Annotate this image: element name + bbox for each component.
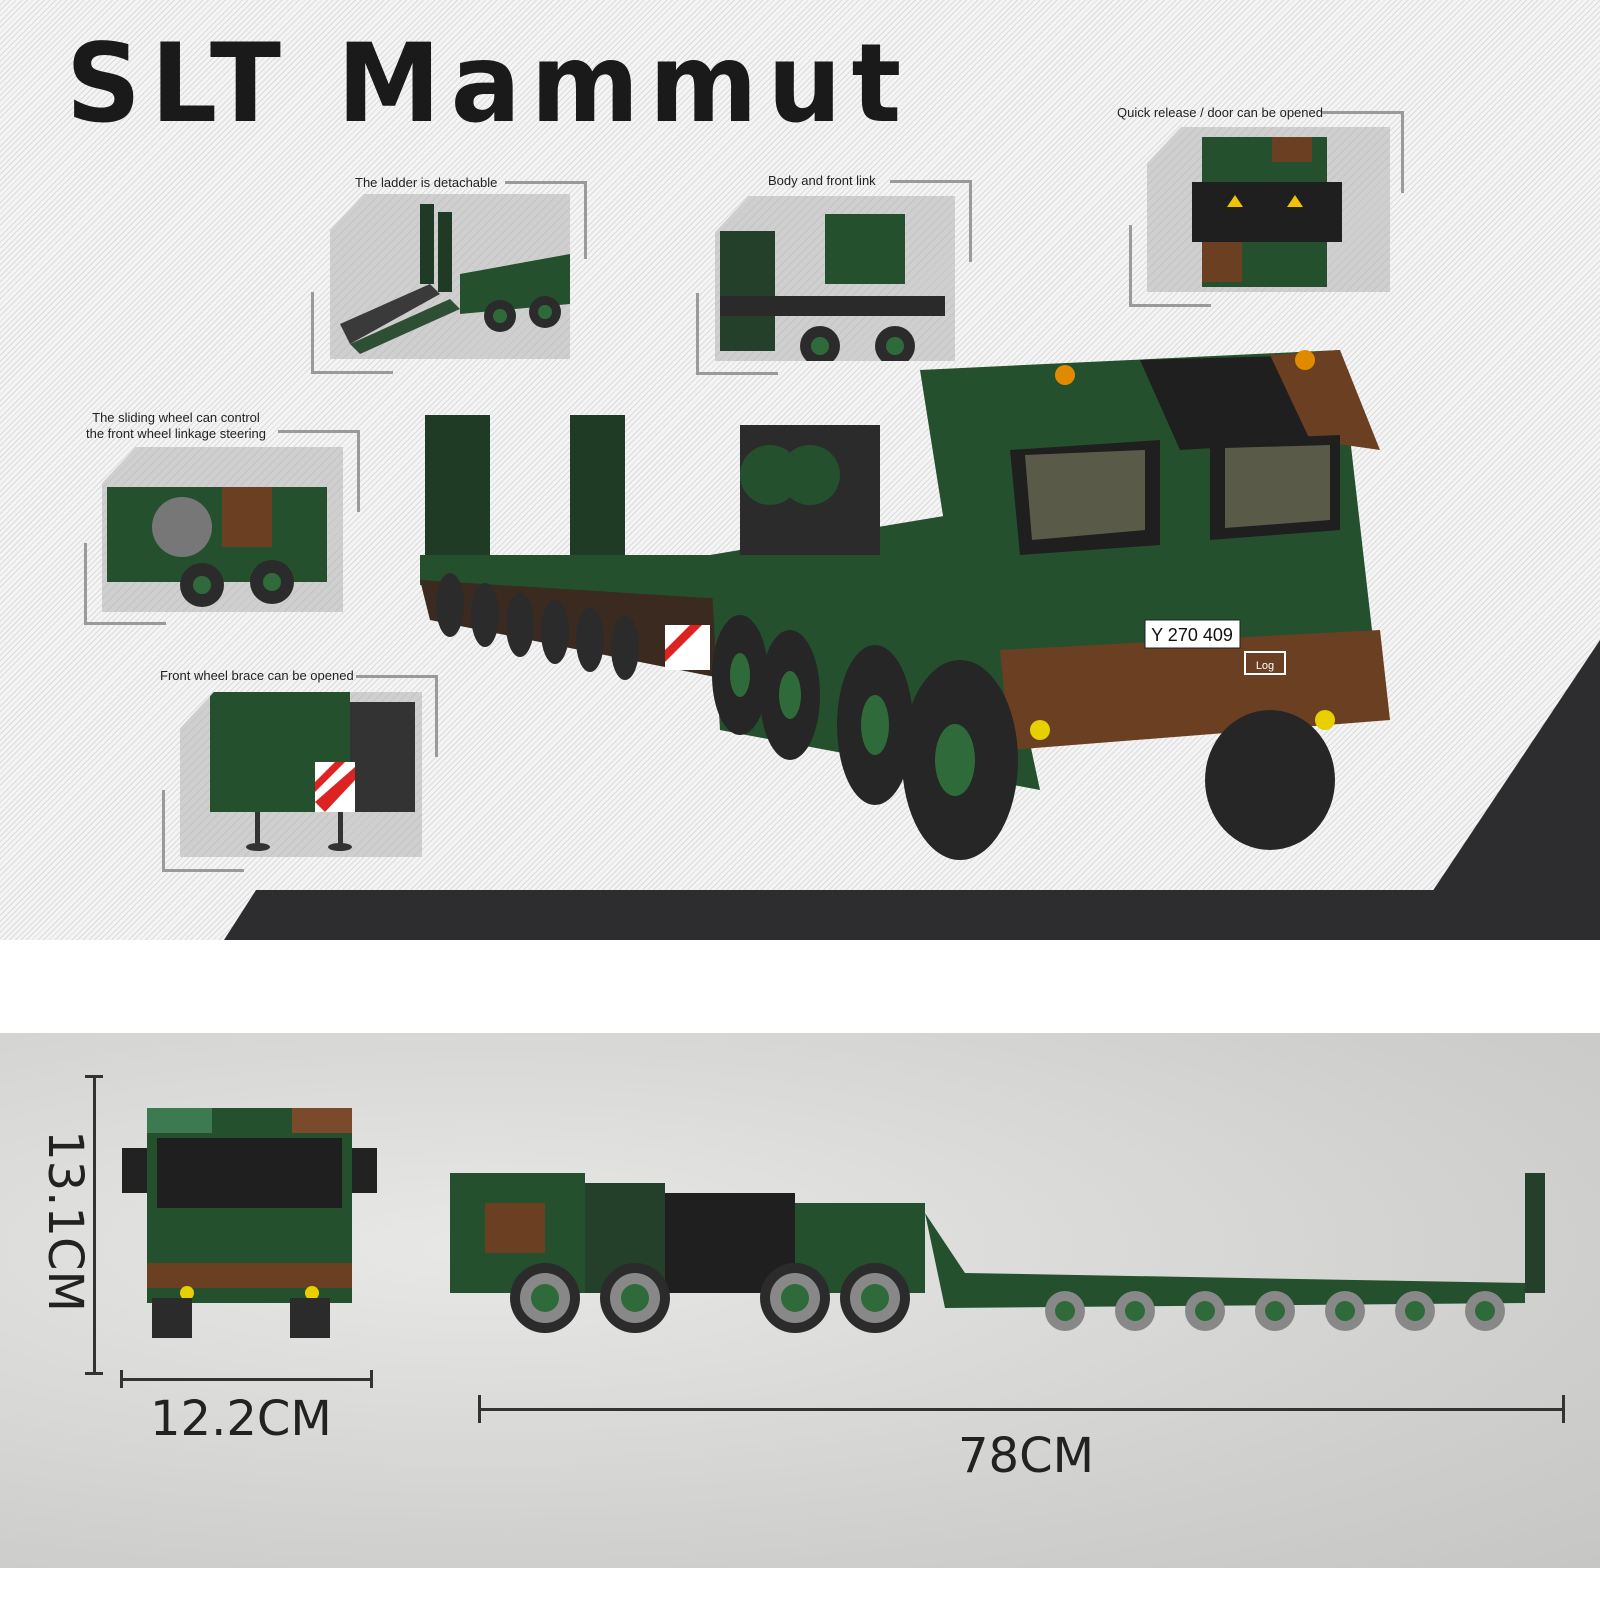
bracket [505,181,587,259]
side-view-image [450,1173,1545,1333]
callout-ladder: The ladder is detachable [355,175,498,190]
dimensions-section: 13.1CM 12.2CM 78CM [0,1033,1600,1568]
dim-tick [1562,1395,1565,1423]
ladder-detail-image [330,194,570,359]
length-label: 78CM [958,1428,1095,1484]
height-dimension-line [93,1075,96,1375]
dim-tick [85,1372,103,1375]
height-label: 13.1CM [37,1130,93,1312]
dim-tick [120,1370,123,1388]
front-view-image [122,1108,377,1338]
body-link-detail-image [715,196,955,361]
sliding-wheel-detail-image [102,447,343,612]
bracket [1129,225,1211,307]
bracket [696,293,778,375]
quick-release-detail-image [1147,127,1390,292]
license-plate: Y 270 409 [1151,625,1233,645]
bracket [278,430,360,512]
product-title: SLT Mammut [66,18,912,148]
dim-tick [478,1395,481,1423]
bracket [162,790,244,872]
log-badge: Log [1256,660,1274,672]
feature-section: SLT Mammut The ladder is detachable Body… [0,0,1600,940]
length-dimension-line [478,1408,1565,1411]
bracket [1322,111,1404,193]
width-dimension-line [120,1378,373,1381]
callout-wheel-brace: Front wheel brace can be opened [160,668,354,683]
dim-tick [85,1075,103,1078]
callout-line-1: The sliding wheel can control [92,410,260,425]
bracket [311,292,393,374]
callout-line-2: the front wheel linkage steering [86,426,266,441]
bracket [356,675,438,757]
main-truck-image: Y 270 409 Log [420,350,1390,860]
bracket [84,543,166,625]
wheel-brace-detail-image [180,692,422,857]
bracket [890,180,972,262]
width-label: 12.2CM [150,1391,332,1447]
callout-body-link: Body and front link [768,173,876,188]
decorative-band [224,890,1600,940]
dim-tick [370,1370,373,1388]
callout-quick-release: Quick release / door can be opened [1117,105,1323,120]
